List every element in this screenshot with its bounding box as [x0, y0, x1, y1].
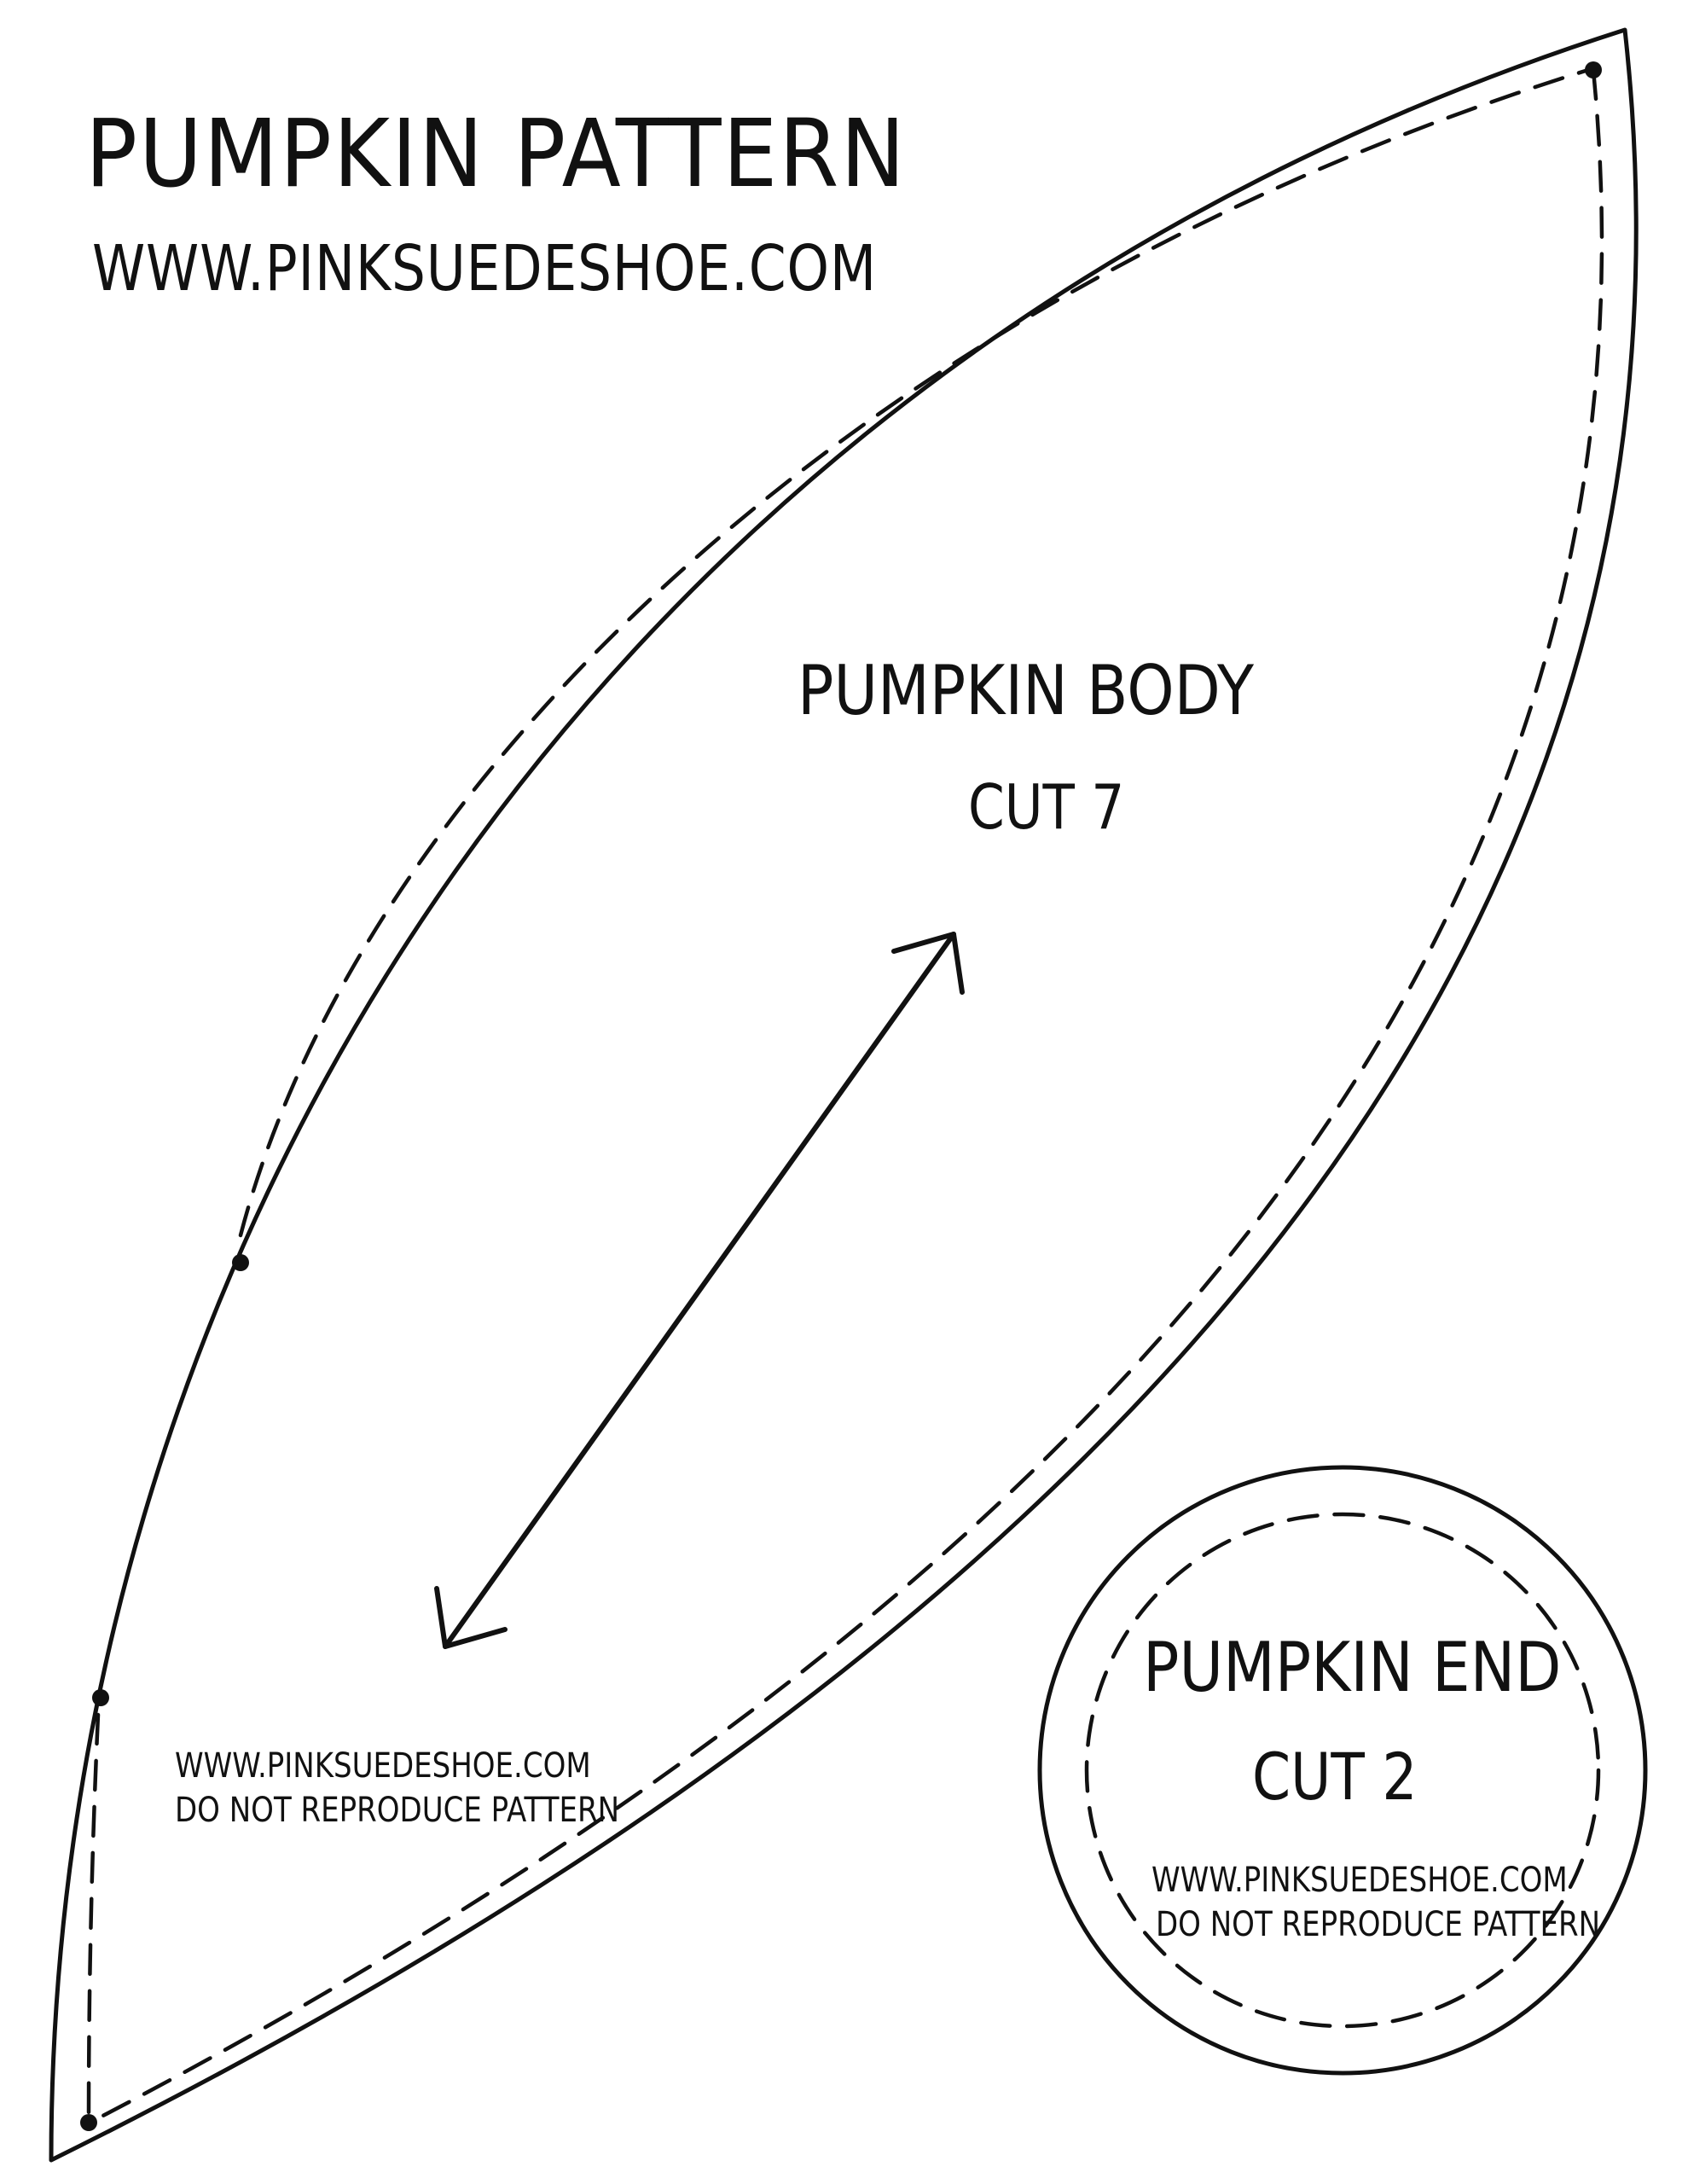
end-cut-count: CUT 2	[1252, 1739, 1418, 1815]
body-cut-count: CUT 7	[968, 771, 1125, 843]
body-copyright-note: DO NOT REPRODUCE PATTERN	[175, 1791, 620, 1830]
matching-dot-middle	[232, 1254, 249, 1271]
end-website: WWW.PINKSUEDESHOE.COM	[1151, 1861, 1568, 1900]
end-piece-label: PUMPKIN END	[1143, 1628, 1562, 1707]
body-seam-line-lower	[96, 67, 1604, 2121]
grain-line-arrow	[434, 932, 965, 1649]
body-piece-label: PUMPKIN BODY	[798, 651, 1254, 730]
matching-dot-bottom	[80, 2114, 97, 2131]
matching-dot-lower	[92, 1689, 109, 1706]
header-website: WWW.PINKSUEDESHOE.COM	[92, 232, 878, 305]
body-seam-line-upper	[238, 67, 1591, 1238]
pattern-title: PUMPKIN PATTERN	[85, 99, 907, 208]
matching-dot-top	[1585, 61, 1602, 78]
end-copyright-note: DO NOT REPRODUCE PATTERN	[1156, 1905, 1601, 1944]
end-seam-line	[1084, 1512, 1601, 2029]
body-seam-line-left	[86, 1712, 101, 2120]
body-cut-outline	[49, 27, 1639, 2163]
body-website: WWW.PINKSUEDESHOE.COM	[175, 1746, 591, 1786]
end-cut-outline	[1037, 1465, 1648, 2076]
